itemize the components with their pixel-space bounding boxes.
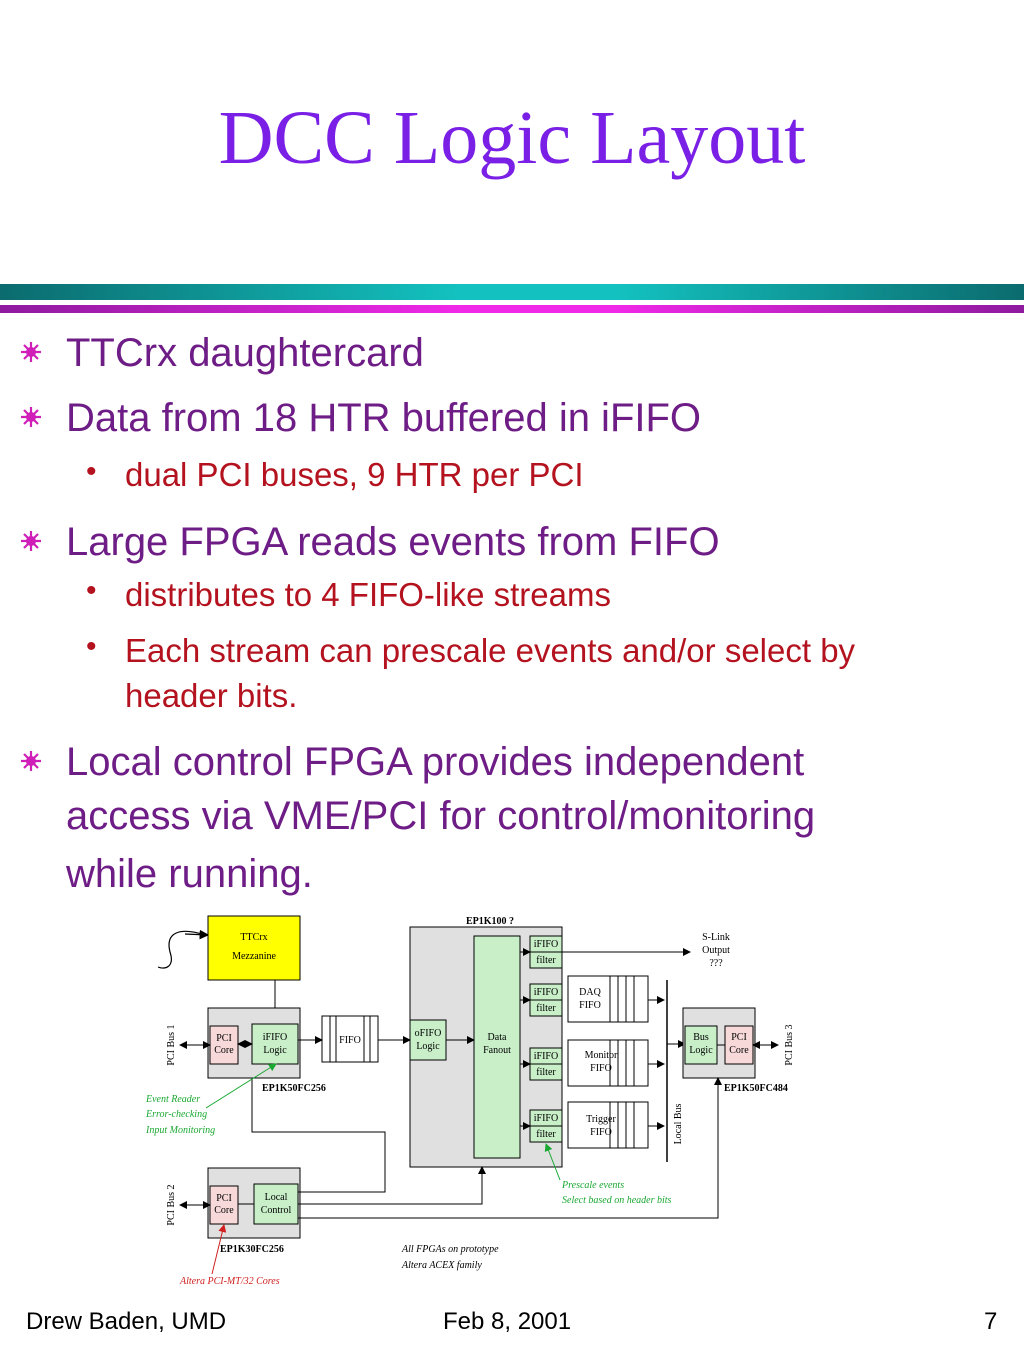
fifo-label: FIFO bbox=[339, 1035, 361, 1046]
local-control-label: Local bbox=[265, 1192, 288, 1203]
footer-page-number: 7 bbox=[984, 1308, 998, 1335]
sub-bullet-dot: • bbox=[86, 455, 97, 488]
bullet-star-icon bbox=[21, 342, 41, 362]
monitor-fifo-box: Monitor FIFO bbox=[567, 1039, 649, 1087]
daq-fifo-box: DAQ FIFO bbox=[567, 975, 649, 1023]
svg-text:FIFO: FIFO bbox=[590, 1063, 612, 1074]
altera-cores-note: Altera PCI-MT/32 Cores bbox=[179, 1276, 280, 1287]
pci-core-1-label: PCI bbox=[216, 1033, 232, 1044]
prescale-note: Prescale events bbox=[561, 1180, 624, 1191]
pci-bus-3-label: PCI Bus 3 bbox=[784, 1024, 795, 1065]
sub-bullet-text: distributes to 4 FIFO-like streams bbox=[125, 576, 611, 613]
data-fanout-label: Data bbox=[488, 1032, 507, 1043]
svg-text:DAQ: DAQ bbox=[579, 987, 601, 998]
svg-text:filter: filter bbox=[536, 955, 556, 966]
sub-bullet-text: header bits. bbox=[125, 677, 298, 714]
svg-text:FIFO: FIFO bbox=[579, 1000, 601, 1011]
bus-logic-label: Bus bbox=[693, 1032, 709, 1043]
bullet-text: Data from 18 HTR buffered in iFIFO bbox=[66, 396, 702, 440]
ofifo-label: oFIFO bbox=[415, 1028, 442, 1039]
ofifo-logic-box bbox=[409, 1019, 447, 1061]
local-bus-label: Local Bus bbox=[673, 1103, 684, 1144]
svg-text:FIFO: FIFO bbox=[590, 1127, 612, 1138]
all-fpgas-note: All FPGAs on prototype bbox=[401, 1244, 499, 1255]
ififo-filter-4: iFIFO filter bbox=[520, 1109, 563, 1143]
pci-core-3-label: PCI bbox=[731, 1032, 747, 1043]
fifo-box bbox=[321, 1015, 379, 1063]
ttc-input-wire bbox=[157, 930, 206, 969]
pci-bus-2-label: PCI Bus 2 bbox=[166, 1184, 177, 1225]
bullet-star-icon bbox=[21, 531, 41, 551]
bullet-text: access via VME/PCI for control/monitorin… bbox=[66, 794, 816, 838]
trigger-fifo-box: Trigger FIFO bbox=[567, 1101, 649, 1149]
slink-label: S-Link bbox=[702, 932, 730, 943]
control-link-1 bbox=[251, 1078, 386, 1167]
ep1k30fc256-label: EP1K30FC256 bbox=[220, 1244, 284, 1255]
svg-text:iFIFO: iFIFO bbox=[534, 1113, 558, 1124]
data-fanout-box bbox=[473, 935, 521, 1159]
sub-bullet-text: dual PCI buses, 9 HTR per PCI bbox=[125, 456, 584, 493]
bullet-star-icon bbox=[21, 751, 41, 771]
svg-text:iFIFO: iFIFO bbox=[534, 1051, 558, 1062]
error-checking-note: Error-checking bbox=[145, 1109, 207, 1120]
bullet-text: TTCrx daughtercard bbox=[66, 331, 424, 375]
footer-author: Drew Baden, UMD bbox=[26, 1308, 227, 1335]
bullet-text: Local control FPGA provides independent bbox=[66, 740, 805, 784]
svg-text:Monitor: Monitor bbox=[585, 1050, 618, 1061]
ofifo-label2: Logic bbox=[416, 1041, 440, 1052]
altera-acex-note: Altera ACEX family bbox=[401, 1260, 482, 1271]
slide-title: DCC Logic Layout bbox=[218, 96, 806, 180]
pci-core-1-label2: Core bbox=[214, 1045, 234, 1056]
svg-text:filter: filter bbox=[536, 1067, 556, 1078]
svg-text:filter: filter bbox=[536, 1129, 556, 1140]
bullet-star-icon bbox=[21, 407, 41, 427]
sub-bullet-text: Each stream can prescale events and/or s… bbox=[125, 632, 856, 669]
bullet-text: while running. bbox=[66, 852, 313, 896]
ififo-filter-3: iFIFO filter bbox=[520, 1047, 563, 1081]
bus-logic-label2: Logic bbox=[689, 1045, 713, 1056]
ififo-filter-1: iFIFO filter bbox=[520, 935, 563, 969]
ep1k50fc256-label: EP1K50FC256 bbox=[262, 1083, 326, 1094]
svg-text:iFIFO: iFIFO bbox=[534, 987, 558, 998]
pci-core-2 bbox=[209, 1185, 239, 1225]
pci-core-2-label2: Core bbox=[214, 1205, 234, 1216]
data-fanout-label2: Fanout bbox=[483, 1045, 511, 1056]
ififo-logic-label: iFIFO bbox=[263, 1032, 287, 1043]
ttcrx-mezzanine-box bbox=[207, 915, 301, 981]
svg-text:iFIFO: iFIFO bbox=[534, 939, 558, 950]
input-monitoring-note: Input Monitoring bbox=[145, 1125, 215, 1136]
ififo-filter-2: iFIFO filter bbox=[520, 983, 563, 1017]
ttcrx-label: TTCrx bbox=[240, 932, 267, 943]
footer-date: Feb 8, 2001 bbox=[443, 1308, 572, 1335]
ififo-logic-label2: Logic bbox=[263, 1045, 287, 1056]
ep1k50fc484-label: EP1K50FC484 bbox=[724, 1083, 788, 1094]
slink-label3: ??? bbox=[709, 958, 723, 969]
pci-bus-1-label: PCI Bus 1 bbox=[166, 1024, 177, 1065]
mezzanine-label: Mezzanine bbox=[232, 951, 276, 962]
bus-logic-box bbox=[684, 1025, 718, 1065]
ififo-logic-box bbox=[251, 1023, 299, 1065]
local-control-label2: Control bbox=[261, 1205, 292, 1216]
svg-text:filter: filter bbox=[536, 1003, 556, 1014]
sub-bullet-dot: • bbox=[86, 574, 97, 607]
ep1k100-label: EP1K100 ? bbox=[466, 916, 514, 927]
event-reader-note: Event Reader bbox=[145, 1094, 200, 1105]
bullet-text: Large FPGA reads events from FIFO bbox=[66, 520, 720, 564]
dcc-logic-diagram: TTCrx Mezzanine PCI Core iFIFO Logic PCI… bbox=[145, 915, 795, 1287]
svg-text:Trigger: Trigger bbox=[586, 1114, 616, 1125]
select-header-note: Select based on header bits bbox=[562, 1195, 672, 1206]
pci-core-2-label: PCI bbox=[216, 1193, 232, 1204]
pci-core-3-label2: Core bbox=[729, 1045, 749, 1056]
sub-bullet-dot: • bbox=[86, 630, 97, 663]
local-control-box bbox=[253, 1183, 299, 1225]
slink-label2: Output bbox=[702, 945, 730, 956]
